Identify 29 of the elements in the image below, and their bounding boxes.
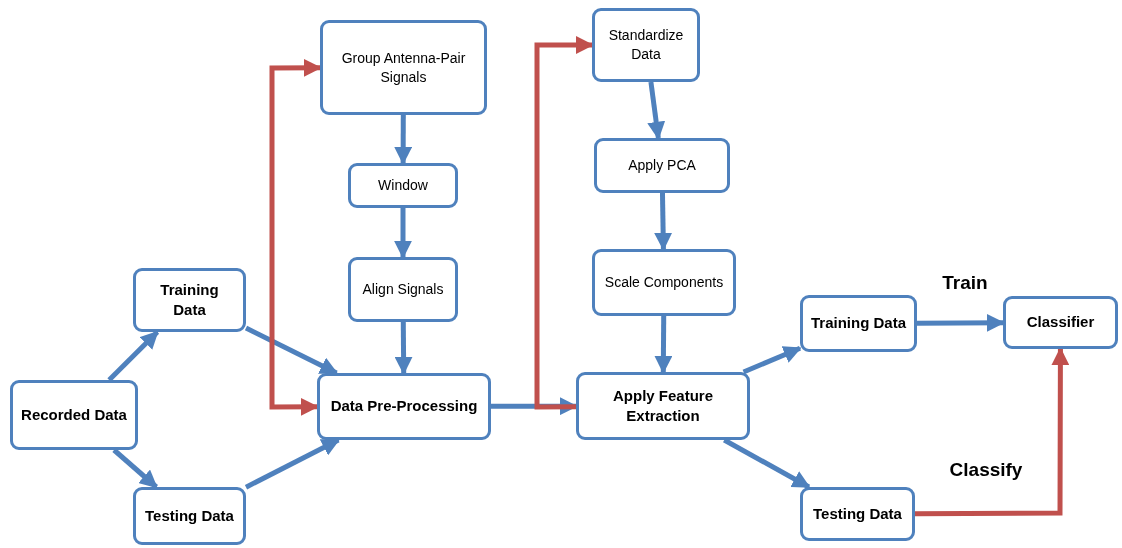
arrow (647, 81, 666, 140)
arrow (394, 322, 413, 375)
arrow (244, 325, 339, 376)
process-box: Window (348, 163, 458, 208)
process-box: Training Data (800, 295, 917, 352)
process-box: Align Signals (348, 257, 458, 322)
arrow (244, 437, 340, 490)
arrow (742, 345, 802, 375)
process-box: Data Pre-Processing (317, 373, 491, 440)
arrow (107, 330, 160, 382)
process-box: Apply Feature Extraction (576, 372, 750, 440)
arrow (112, 448, 158, 489)
process-box: Group Antenna-Pair Signals (320, 20, 487, 115)
arrow (654, 192, 673, 251)
arrow (534, 36, 594, 410)
arrow (917, 313, 1005, 332)
process-box: Testing Data (133, 487, 246, 545)
process-box: Recorded Data (10, 380, 138, 450)
process-box: Scale Components (592, 249, 736, 316)
process-box: Classifier (1003, 296, 1118, 349)
arrow (394, 115, 413, 165)
process-box: Training Data (133, 268, 246, 332)
arrow (915, 347, 1070, 517)
arrow (269, 58, 322, 416)
arrow (654, 316, 673, 374)
process-box: Testing Data (800, 487, 915, 541)
process-box: Apply PCA (594, 138, 730, 193)
arrow (394, 208, 412, 259)
process-box: Standardize Data (592, 8, 700, 82)
